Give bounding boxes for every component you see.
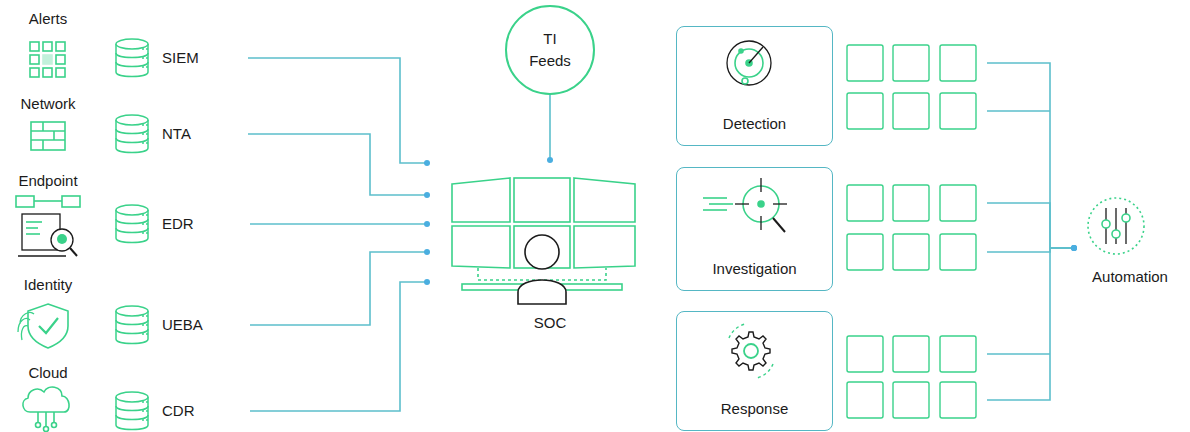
connector [549,95,551,160]
automation-name: Automation [1066,268,1190,286]
data-source-node: EDR [112,202,250,246]
feed-name: TI Feeds [525,28,575,72]
connector-dot [547,157,553,163]
source-label: Cloud [28,364,67,382]
connector-dot [1071,245,1077,251]
source-name: UEBA [162,316,203,334]
source-label: Identity [24,276,72,294]
source-label: Network [20,95,75,113]
connector [250,223,427,225]
alerts-icon [30,42,65,77]
endpoint-icon [16,196,80,256]
source-name: EDR [162,215,194,233]
firewall-icon [31,122,65,150]
stage-panel: Response [676,311,833,431]
task-squares [847,45,976,418]
feed-circle: TI Feeds [505,5,595,95]
data-source-node: NTA [112,112,248,156]
connector [248,58,427,163]
connector-dot [1071,245,1077,251]
connector-dot [424,160,430,166]
connector-dot [1071,245,1077,251]
source-name: SIEM [162,49,199,67]
connector [987,248,1074,400]
identity-icon [18,304,68,348]
connector [250,282,427,411]
source-name: CDR [162,402,195,420]
connector [987,203,1074,252]
stage-panel: Investigation [676,167,833,291]
connector-dot [424,221,430,227]
source-label: Alerts [29,10,67,28]
soc-name: SOC [424,314,676,332]
connector-dot [424,279,430,285]
cloud-icon [23,387,69,431]
connector-dot [424,192,430,198]
automation-node: Automation [1066,190,1190,290]
connector-dot [424,249,430,255]
data-source-node: SIEM [112,36,248,80]
connector [987,63,1074,248]
stage-name: Detection [677,115,832,133]
connector [248,134,427,195]
stage-name: Response [677,400,832,418]
data-source-node: CDR [112,389,250,432]
stage-name: Investigation [677,260,832,278]
soc-workstation: SOC [424,158,676,335]
source-name: NTA [162,125,191,143]
stage-panel: Detection [676,26,833,146]
data-source-node: UEBA [112,303,250,347]
source-label: Endpoint [18,172,77,190]
